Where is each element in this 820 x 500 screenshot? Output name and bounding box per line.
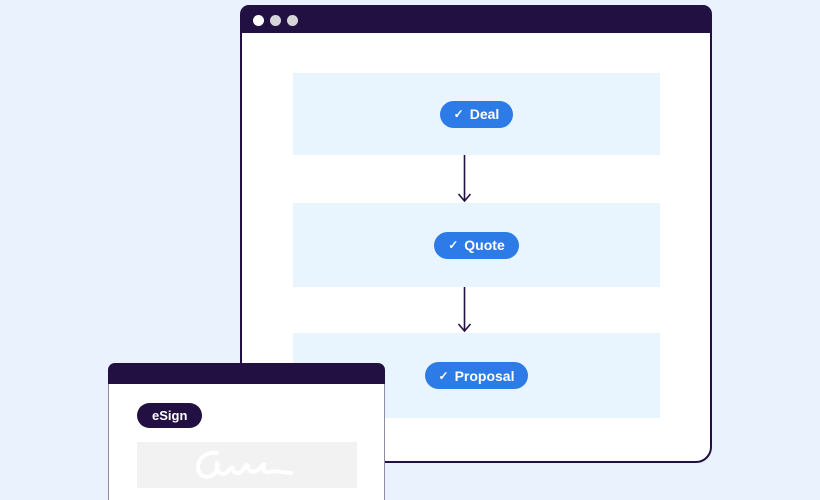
esign-badge[interactable]: eSign (137, 403, 203, 428)
quote-step-label: Quote (464, 237, 505, 253)
proposal-step-button[interactable]: ✓ Proposal (424, 362, 529, 389)
arrow-down-icon (457, 155, 472, 203)
window-control-dot-icon[interactable] (253, 14, 264, 26)
window-control-dot-icon[interactable] (270, 14, 281, 26)
window-control-dot-icon[interactable] (287, 14, 298, 26)
check-icon: ✓ (438, 368, 449, 383)
esign-window: eSign (108, 363, 385, 500)
signature-scribble-icon (196, 450, 293, 479)
deal-step-label: Deal (469, 106, 500, 122)
browser-window-titlebar[interactable] (242, 7, 710, 33)
workflow-stage-row-deal: ✓ Deal (293, 73, 660, 155)
arrow-down-icon (457, 287, 472, 333)
esign-window-titlebar[interactable] (108, 363, 385, 384)
signature-field[interactable] (137, 442, 357, 488)
check-icon: ✓ (448, 238, 459, 252)
quote-step-button[interactable]: ✓ Quote (434, 231, 519, 259)
check-icon: ✓ (453, 107, 464, 121)
workflow-stage-row-quote: ✓ Quote (293, 203, 660, 287)
deal-step-button[interactable]: ✓ Deal (439, 100, 514, 128)
proposal-step-label: Proposal (454, 367, 515, 384)
